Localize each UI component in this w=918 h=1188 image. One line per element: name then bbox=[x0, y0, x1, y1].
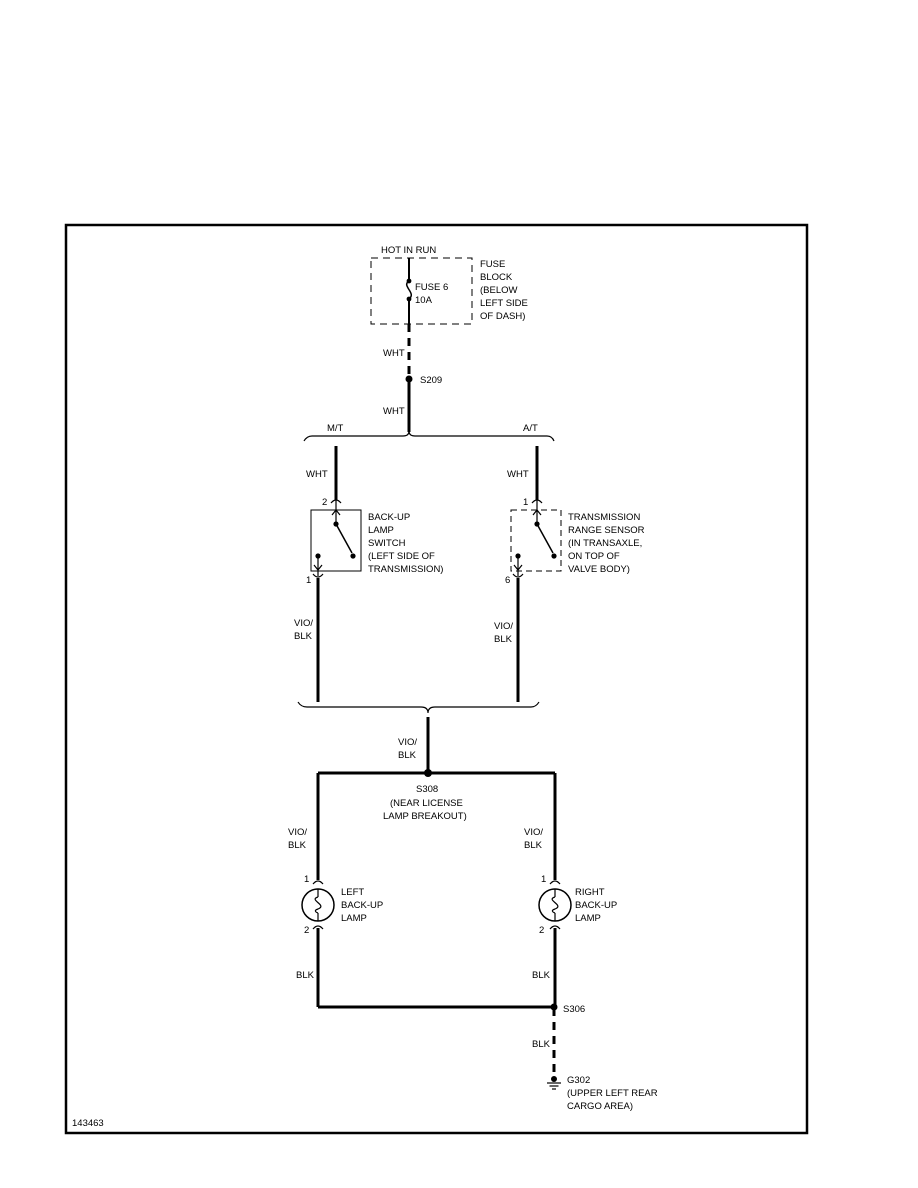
svg-text:RANGE SENSOR: RANGE SENSOR bbox=[568, 525, 645, 536]
fuse-block-outline bbox=[370, 257, 473, 325]
wire-color-ground-drop: BLK bbox=[532, 1039, 551, 1050]
splice-s308 bbox=[424, 769, 432, 777]
branch-mt-label: M/T bbox=[327, 423, 344, 434]
transmission-range-sensor bbox=[510, 499, 562, 578]
branch-at-label: A/T bbox=[523, 423, 538, 434]
right-lamp-label: RIGHT BACK-UP LAMP bbox=[575, 887, 617, 924]
wire-color-left-in-1: VIO/ bbox=[288, 827, 307, 838]
wire-color-mt-feed: WHT bbox=[306, 469, 328, 480]
splice-s308-note-1: (NEAR LICENSE bbox=[390, 798, 463, 809]
svg-text:ON TOP OF: ON TOP OF bbox=[568, 551, 620, 562]
right-lamp-pin-in: 1 bbox=[541, 874, 546, 885]
backup-switch-pin-out: 1 bbox=[306, 575, 311, 586]
range-sensor-label: TRANSMISSION RANGE SENSOR (IN TRANSAXLE,… bbox=[568, 512, 645, 575]
svg-text:BACK-UP: BACK-UP bbox=[575, 900, 617, 911]
svg-text:LAMP: LAMP bbox=[341, 913, 367, 924]
left-backup-lamp bbox=[301, 880, 335, 930]
left-lamp-label: LEFT BACK-UP LAMP bbox=[341, 887, 383, 924]
fuse-rating: 10A bbox=[415, 295, 433, 306]
svg-text:(LEFT SIDE OF: (LEFT SIDE OF bbox=[368, 551, 435, 562]
range-sensor-pin-in: 1 bbox=[523, 497, 528, 508]
svg-text:FUSE: FUSE bbox=[480, 259, 505, 270]
svg-text:LEFT: LEFT bbox=[341, 887, 364, 898]
wire-color-mt-out-1: VIO/ bbox=[294, 618, 313, 629]
svg-text:TRANSMISSION: TRANSMISSION bbox=[568, 512, 640, 523]
backup-lamp-switch bbox=[310, 499, 362, 578]
splice-s306 bbox=[550, 1003, 558, 1011]
svg-text:BLOCK: BLOCK bbox=[480, 272, 513, 283]
branch-brace-top bbox=[303, 430, 555, 442]
wire-color-mt-out-2: BLK bbox=[294, 631, 313, 642]
backup-switch-pin-in: 2 bbox=[322, 497, 327, 508]
left-lamp-pin-in: 1 bbox=[304, 874, 309, 885]
wire-color-at-out-2: BLK bbox=[494, 634, 513, 645]
right-backup-lamp bbox=[538, 880, 572, 930]
wire-color-left-ground: BLK bbox=[296, 970, 315, 981]
wire-color-right-in-1: VIO/ bbox=[524, 827, 543, 838]
figure-number: 143463 bbox=[72, 1118, 104, 1129]
wire-color-right-in-2: BLK bbox=[524, 840, 543, 851]
splice-s209-label: S209 bbox=[420, 375, 442, 386]
wire-color-merged-2: BLK bbox=[398, 750, 417, 761]
ground-location-2: CARGO AREA) bbox=[567, 1101, 633, 1112]
wire-color-wht-mid: WHT bbox=[383, 406, 405, 417]
svg-text:(BELOW: (BELOW bbox=[480, 285, 518, 296]
ground-location-1: (UPPER LEFT REAR bbox=[567, 1088, 658, 1099]
wire-color-right-ground: BLK bbox=[532, 970, 551, 981]
svg-text:LAMP: LAMP bbox=[368, 525, 394, 536]
svg-text:TRANSMISSION): TRANSMISSION) bbox=[368, 564, 443, 575]
svg-text:VALVE BODY): VALVE BODY) bbox=[568, 564, 630, 575]
merge-brace bbox=[297, 701, 540, 714]
fuse-6 bbox=[406, 258, 412, 324]
svg-text:RIGHT: RIGHT bbox=[575, 887, 605, 898]
svg-text:OF DASH): OF DASH) bbox=[480, 311, 525, 322]
svg-text:LEFT SIDE: LEFT SIDE bbox=[480, 298, 528, 309]
svg-text:SWITCH: SWITCH bbox=[368, 538, 406, 549]
svg-text:(IN TRANSAXLE,: (IN TRANSAXLE, bbox=[568, 538, 642, 549]
wire-color-at-feed: WHT bbox=[507, 469, 529, 480]
wire-color-at-out-1: VIO/ bbox=[494, 621, 513, 632]
right-lamp-pin-out: 2 bbox=[539, 925, 544, 936]
wire-color-left-in-2: BLK bbox=[288, 840, 307, 851]
left-lamp-pin-out: 2 bbox=[304, 925, 309, 936]
fuse-name: FUSE 6 bbox=[415, 282, 448, 293]
svg-text:LAMP: LAMP bbox=[575, 913, 601, 924]
svg-text:BACK-UP: BACK-UP bbox=[341, 900, 383, 911]
diagram-frame bbox=[64, 223, 809, 1135]
range-sensor-pin-out: 6 bbox=[505, 575, 510, 586]
splice-s308-label: S308 bbox=[416, 784, 438, 795]
backup-switch-label: BACK-UP LAMP SWITCH (LEFT SIDE OF TRANSM… bbox=[368, 512, 443, 575]
splice-s306-label: S306 bbox=[563, 1004, 585, 1015]
ground-symbol bbox=[547, 1076, 561, 1090]
wire-color-merged-1: VIO/ bbox=[398, 737, 417, 748]
fuse-block-label: FUSE BLOCK (BELOW LEFT SIDE OF DASH) bbox=[480, 259, 528, 322]
svg-text:BACK-UP: BACK-UP bbox=[368, 512, 410, 523]
wire-color-wht-top: WHT bbox=[383, 348, 405, 359]
hot-in-run-label: HOT IN RUN bbox=[381, 245, 436, 256]
splice-s308-note-2: LAMP BREAKOUT) bbox=[383, 811, 467, 822]
ground-g302-label: G302 bbox=[567, 1075, 590, 1086]
